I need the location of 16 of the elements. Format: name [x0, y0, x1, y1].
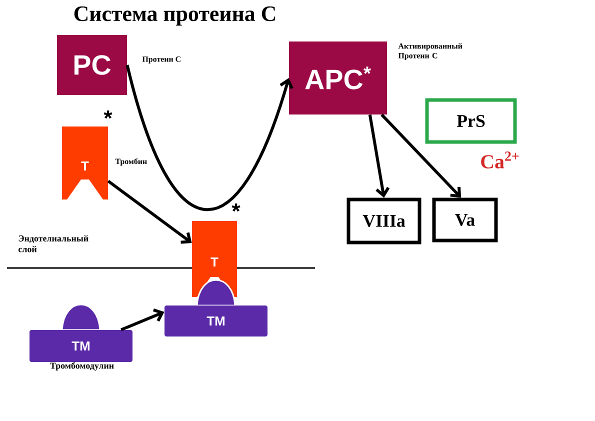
arrow: [368, 114, 390, 198]
node-label: Тромбомодулин: [50, 362, 114, 371]
factor-box: VIIIa: [346, 198, 422, 244]
protein-box: PC: [57, 35, 127, 95]
asterisk: *: [232, 203, 240, 212]
asterisk: *: [104, 110, 112, 119]
ion-label: Ca$^{2+}$: [481, 152, 519, 168]
arrow: [126, 64, 294, 211]
arrow: [107, 180, 192, 244]
factor-box: Va: [432, 198, 498, 242]
arrow: [120, 308, 164, 332]
protein-box: APC$^{*}$: [289, 42, 387, 114]
factor-box: PrS: [425, 98, 517, 144]
arrow: [380, 114, 462, 198]
layer-label: Эндотелиальный слой: [18, 235, 88, 252]
title: Система протеина С: [74, 6, 275, 26]
